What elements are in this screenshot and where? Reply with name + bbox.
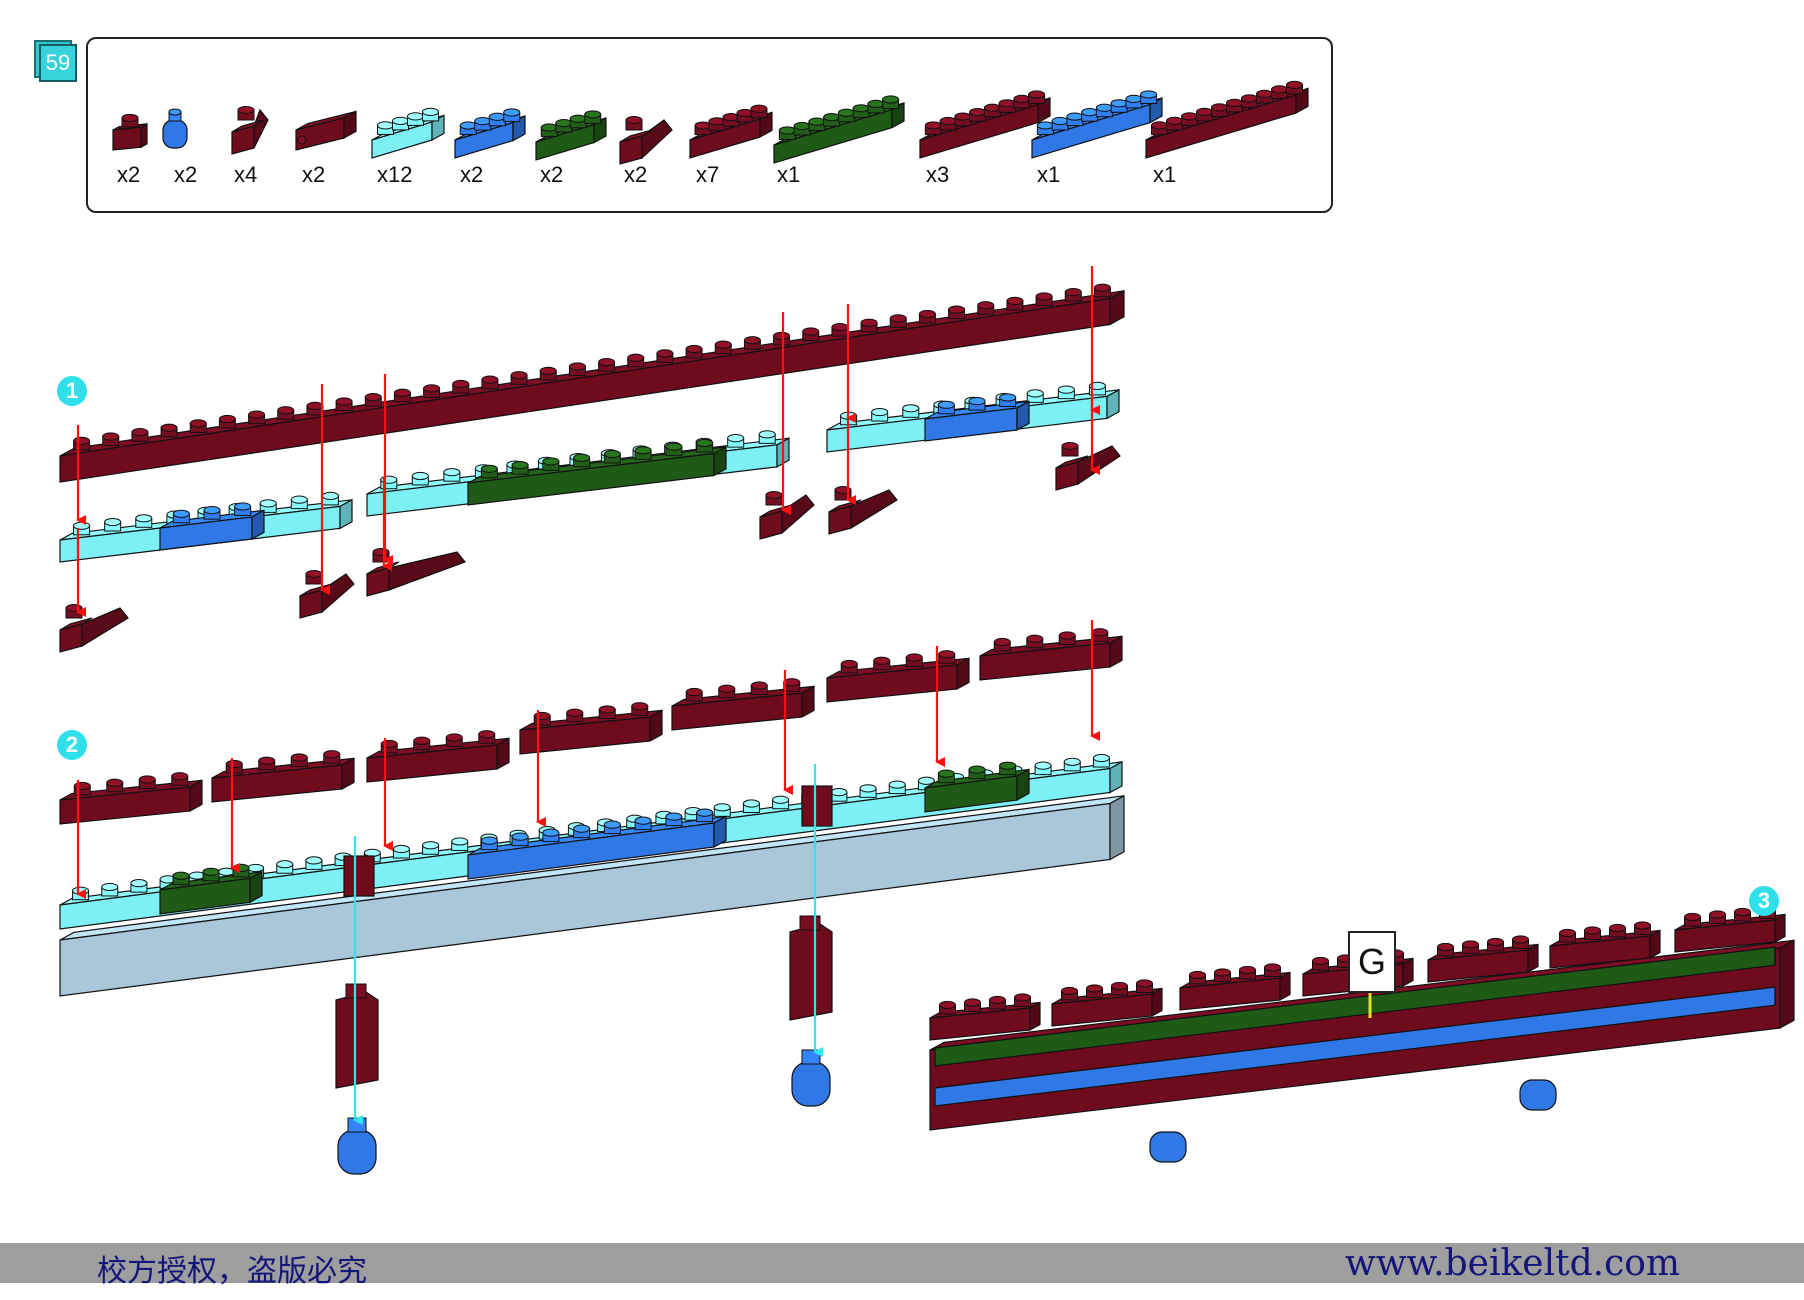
plate-icon: [454, 108, 526, 159]
part-count: x2: [302, 162, 326, 187]
slope-piece: [59, 604, 129, 653]
part-count: x4: [234, 162, 258, 187]
copyright-notice: 校方授权，盗版必究: [97, 1254, 367, 1289]
step-number-1: 1: [57, 376, 87, 406]
part-plate-1x3-aqua: [371, 107, 445, 159]
brick-1x1: [801, 785, 833, 827]
plate-1x4-dark-red: [671, 678, 815, 731]
brick-icon: [112, 113, 148, 151]
plate-icon: [773, 95, 905, 164]
slope-piece: [759, 491, 815, 540]
plate-1x4-dark-red: [211, 750, 355, 803]
slope-icon: [619, 116, 673, 165]
plate-blue: [159, 502, 265, 551]
part-round-1x1-blue: [162, 108, 188, 149]
plate-1x4-dark-red: [826, 650, 970, 703]
part-count: x2: [540, 162, 564, 187]
round-plate-blue: [337, 1117, 377, 1175]
top-plate-1x4: [1427, 935, 1539, 983]
plate-1x4-dark-red: [519, 702, 663, 755]
part-slope-1x3-dark-red: [619, 116, 673, 165]
step-3-assembly: [929, 905, 1795, 1163]
part-plate-1x8-blue: [1031, 90, 1163, 159]
step-1-assembly: [59, 266, 1125, 653]
slope-piece: [299, 570, 355, 619]
sticker-g-label: G: [1348, 931, 1396, 993]
slope-piece: [828, 486, 898, 535]
top-plate-1x4: [929, 993, 1041, 1041]
part-slope-1x2-dark-red: [231, 106, 269, 155]
plate-blue-right: [924, 393, 1030, 442]
side-brick-icon: [295, 110, 357, 151]
step-2-assembly: [59, 620, 1125, 1175]
part-plate-1x8-green: [773, 95, 905, 164]
part-plate-1x3-blue: [454, 108, 526, 159]
top-plate-1x4: [1051, 979, 1163, 1027]
website-link[interactable]: www.beikeltd.com: [1345, 1243, 1681, 1284]
part-count: x2: [117, 162, 141, 187]
plate-icon: [1031, 90, 1163, 159]
plate-1x4-dark-red: [366, 730, 510, 783]
plate-icon: [535, 110, 607, 161]
round-plate-blue: [791, 1049, 831, 1107]
page-number: 59: [39, 44, 77, 82]
parts-list-icons: [112, 80, 1309, 165]
painted-panel-lower: [934, 986, 1776, 1107]
part-plate-1x8-dark-red: [919, 90, 1051, 159]
step-number-2: 2: [57, 730, 87, 760]
part-plate-1x3-green: [535, 110, 607, 161]
part-brick-1x1-dark-red: [112, 113, 148, 151]
painted-panel-upper: [934, 946, 1776, 1067]
part-count: x3: [926, 162, 950, 187]
part-count: x7: [696, 162, 720, 187]
plate-green: [159, 863, 263, 915]
plate-icon: [1145, 80, 1309, 159]
plate-green: [467, 438, 727, 506]
part-count: x1: [1153, 162, 1177, 187]
stone-base: [59, 794, 1125, 997]
top-plate-1x4: [1549, 921, 1661, 969]
column-brick: [789, 915, 833, 1021]
column-brick: [335, 983, 379, 1089]
plate-icon: [919, 90, 1051, 159]
part-count: x1: [777, 162, 801, 187]
top-plate-1x4: [1179, 963, 1291, 1011]
brick-1x1: [343, 855, 375, 897]
round-plate-blue: [1519, 1079, 1557, 1111]
part-brick-side-dark-red: [295, 110, 357, 151]
long-plate-dark-red: [59, 283, 1125, 483]
step-number-3: 3: [1749, 886, 1779, 916]
slope-piece: [1055, 442, 1121, 491]
part-count: x2: [624, 162, 648, 187]
slope-piece: [366, 548, 466, 597]
round-plate-blue: [1149, 1131, 1187, 1163]
plate-1x4-dark-red: [59, 772, 203, 825]
part-count: x2: [460, 162, 484, 187]
part-count: x12: [377, 162, 413, 187]
page-number-badge: 59: [34, 40, 77, 82]
plate-1x4-dark-red: [979, 628, 1123, 681]
plate-green-right: [924, 761, 1030, 813]
part-count: x2: [174, 162, 198, 187]
slope-icon: [231, 106, 269, 155]
plate-icon: [689, 104, 773, 159]
part-count: x1: [1037, 162, 1061, 187]
plate-blue-long: [467, 808, 727, 880]
part-plate-1x4-dark-red: [689, 104, 773, 159]
part-plate-1x10-dark-red: [1145, 80, 1309, 159]
plate-icon: [371, 107, 445, 159]
footer-bar: [0, 1243, 1804, 1283]
